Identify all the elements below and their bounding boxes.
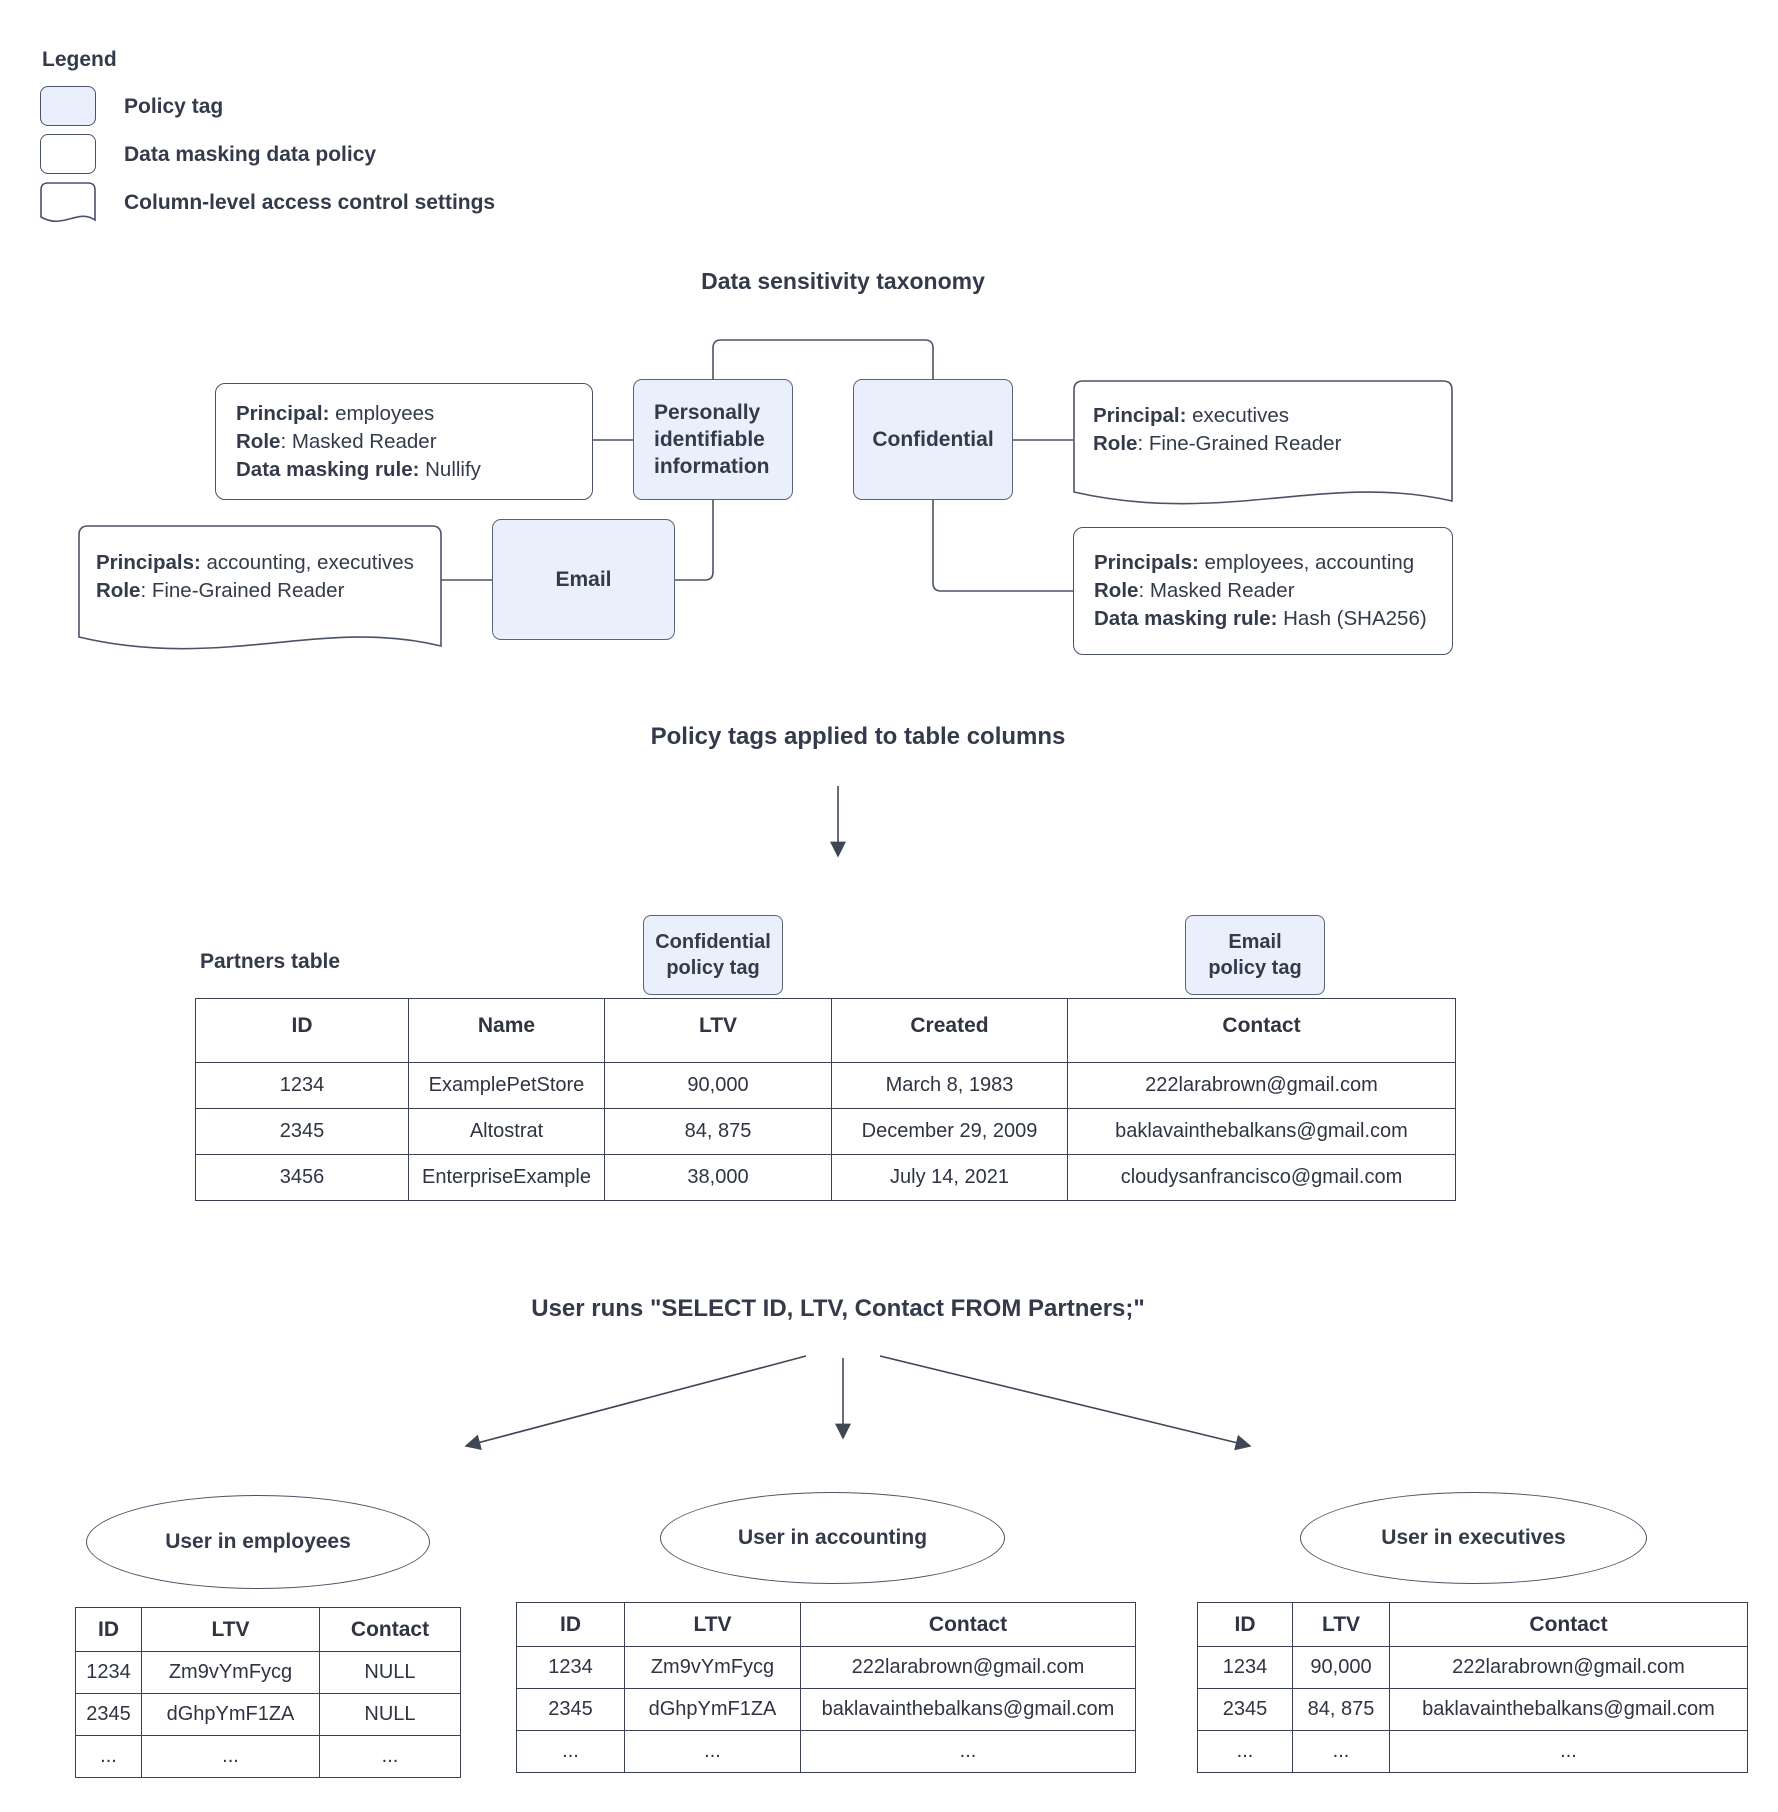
table-row: ......... — [516, 1730, 1136, 1773]
data-policy-card-nullify: Principal: employees Role: Masked Reader… — [215, 383, 593, 500]
column-header: LTV — [1292, 1602, 1390, 1647]
user-group-oval-accounting: User in accounting — [660, 1492, 1005, 1584]
partners-table-label: Partners table — [200, 950, 341, 973]
legend-item-column-access: Column-level access control settings — [124, 191, 496, 214]
data-masking-policy-swatch-icon — [40, 134, 96, 174]
policy-line: Role: Masked Reader — [236, 430, 437, 453]
tree-bracket-connector — [712, 339, 934, 379]
policy-line: Principals: employees, accounting — [1094, 551, 1415, 574]
confidential-to-hash-connector — [932, 500, 1073, 592]
table-header-row: ID LTV Contact — [75, 1607, 461, 1652]
access-control-doc-executives: Principal: executives Role: Fine-Grained… — [1073, 380, 1453, 512]
policy-tag-node-confidential: Confidential — [853, 379, 1013, 500]
table-row: ......... — [1197, 1730, 1748, 1773]
policy-line: Principals: accounting, executives — [96, 551, 414, 574]
policy-line: Role: Fine-Grained Reader — [96, 579, 345, 602]
data-policy-card-hash: Principals: employees, accounting Role: … — [1073, 527, 1453, 655]
fan-arrow-left — [464, 1355, 807, 1451]
column-header: Contact — [1067, 998, 1456, 1063]
column-header: Created — [831, 998, 1068, 1063]
column-header: LTV — [141, 1607, 320, 1652]
column-header: Contact — [800, 1602, 1136, 1647]
fan-arrow-right — [879, 1355, 1252, 1451]
column-header: ID — [75, 1607, 142, 1652]
column-header: ID — [195, 998, 409, 1063]
table-header-row: ID LTV Contact — [516, 1602, 1136, 1647]
user-group-oval-executives: User in executives — [1300, 1492, 1647, 1584]
policy-tag-node-email: Email — [492, 519, 675, 640]
column-header: ID — [1197, 1602, 1293, 1647]
confidential-policy-tag: Confidential policy tag — [643, 915, 783, 995]
column-header: LTV — [624, 1602, 801, 1647]
policy-tag-swatch-icon — [40, 86, 96, 126]
policy-line: Role: Fine-Grained Reader — [1093, 432, 1342, 455]
pii-to-email-connector — [675, 500, 714, 581]
table-header-row: ID LTV Contact — [1197, 1602, 1748, 1647]
column-access-control-swatch-icon — [40, 182, 96, 228]
policy-line: Role: Masked Reader — [1094, 579, 1295, 602]
policy-tags-section-title: Policy tags applied to table columns — [650, 723, 1066, 750]
column-header: LTV — [604, 998, 832, 1063]
table-header-row: ID Name LTV Created Contact — [195, 998, 1456, 1063]
column-header: Contact — [319, 1607, 461, 1652]
legend-item-policy-tag: Policy tag — [124, 95, 224, 118]
column-header: ID — [516, 1602, 625, 1647]
policy-tag-node-pii: Personally identifiable information — [633, 379, 793, 500]
query-section-title: User runs "SELECT ID, LTV, Contact FROM … — [531, 1295, 1145, 1322]
taxonomy-title: Data sensitivity taxonomy — [701, 268, 985, 294]
legend-title: Legend — [42, 48, 117, 71]
column-header: Contact — [1389, 1602, 1748, 1647]
legend-item-data-masking-policy: Data masking data policy — [124, 143, 377, 166]
policy-line: Principal: employees — [236, 402, 435, 425]
column-header: Name — [408, 998, 605, 1063]
policy-line: Principal: executives — [1093, 404, 1289, 427]
user-group-oval-employees: User in employees — [86, 1495, 430, 1589]
policy-line: Data masking rule: Nullify — [236, 458, 481, 481]
policy-line: Data masking rule: Hash (SHA256) — [1094, 607, 1427, 630]
access-control-doc-accounting-executives: Principals: accounting, executives Role:… — [78, 525, 442, 657]
table-row: ......... — [75, 1735, 461, 1778]
email-policy-tag: Email policy tag — [1185, 915, 1325, 995]
